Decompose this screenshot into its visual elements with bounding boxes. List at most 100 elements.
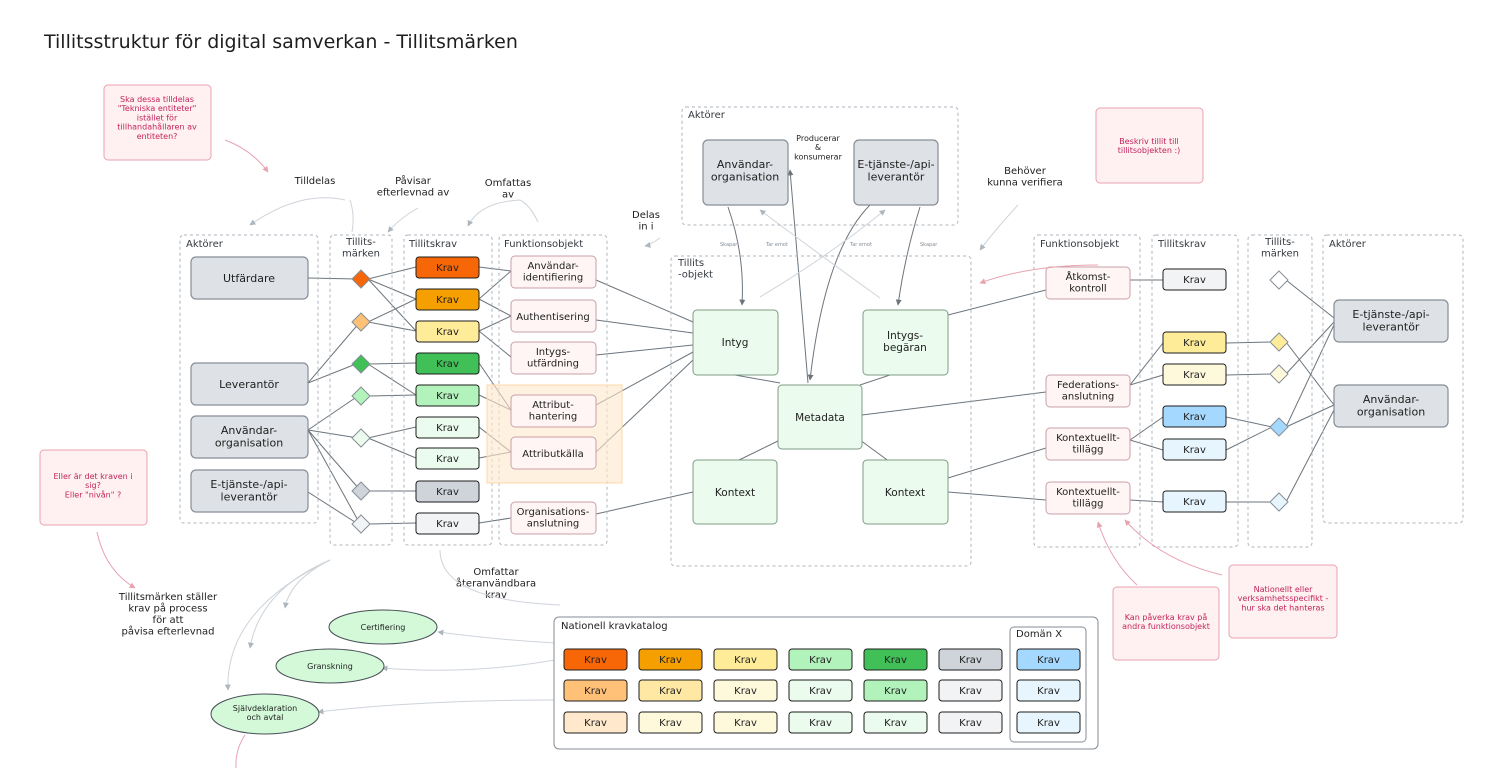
krav-left-8[interactable]: Krav: [415, 480, 480, 503]
group-label-tillitsmarken-right: Tillits-märken: [1261, 237, 1299, 260]
krav-left-7[interactable]: Krav: [415, 447, 480, 470]
krav-label: Krav: [584, 718, 607, 729]
actor-etjanste-top[interactable]: E-tjänste-/api-leverantör: [853, 139, 939, 206]
katalog-krav-3-1[interactable]: Krav: [713, 648, 778, 671]
to-kontext-right[interactable]: Kontext: [862, 459, 949, 525]
krav-right-2[interactable]: Krav: [1162, 331, 1227, 354]
krav-label: Krav: [659, 655, 682, 666]
krav-left-3[interactable]: Krav: [415, 320, 480, 343]
katalog-krav-6-3[interactable]: Krav: [938, 711, 1003, 734]
tillitsmarke-right-5[interactable]: [1269, 492, 1289, 512]
krav-right-4[interactable]: Krav: [1162, 405, 1227, 428]
svg-text:Kontextuellt-tillägg: Kontextuellt-tillägg: [1056, 487, 1120, 510]
to-intygsbegaran[interactable]: Intygs-begäran: [862, 309, 949, 376]
katalog-krav-5-1[interactable]: Krav: [863, 648, 928, 671]
actor-leverantor[interactable]: Leverantör: [190, 362, 309, 406]
tillitsmarke-left-3[interactable]: [351, 354, 371, 374]
fo-anvandaridentifiering[interactable]: Användar-identifiering: [510, 255, 597, 289]
krav-right-1[interactable]: Krav: [1162, 268, 1227, 291]
actor-etjanste-right[interactable]: E-tjänste-/api-leverantör: [1333, 299, 1449, 343]
krav-left-6[interactable]: Krav: [415, 416, 480, 439]
annotation-producerar: Producerar&konsumerar: [794, 134, 842, 161]
katalog-krav-2-1[interactable]: Krav: [638, 648, 703, 671]
katalog-krav-2-2[interactable]: Krav: [638, 679, 703, 702]
tillitsmarke-right-2[interactable]: [1269, 332, 1289, 352]
krav-left-4[interactable]: Krav: [415, 352, 480, 375]
katalog-krav-4-3[interactable]: Krav: [788, 711, 853, 734]
krav-label: Krav: [959, 655, 982, 666]
fo-kontextuellt-tillagg-1[interactable]: Kontextuellt-tillägg: [1045, 427, 1131, 461]
tillitsmarke-right-1[interactable]: [1269, 270, 1289, 290]
katalog-krav-5-3[interactable]: Krav: [863, 711, 928, 734]
krav-label: Krav: [959, 686, 982, 697]
process-certifiering[interactable]: Certifiering: [328, 609, 438, 645]
krav-label: Krav: [436, 263, 459, 274]
katalog-domain-krav-2[interactable]: Krav: [1016, 679, 1081, 702]
tillitsmarke-left-5[interactable]: [351, 428, 371, 448]
note-tekniska-entiteter[interactable]: Ska dessa tilldelas"Tekniska entiteter"i…: [103, 84, 212, 161]
katalog-krav-2-3[interactable]: Krav: [638, 711, 703, 734]
krav-left-5[interactable]: Krav: [415, 384, 480, 407]
group-label-funktionsobjekt-left: Funktionsobjekt: [504, 239, 583, 250]
tillitsmarke-left-6[interactable]: [351, 481, 371, 501]
actor-etjanste-left[interactable]: E-tjänste-/api-leverantör: [190, 469, 309, 513]
to-intyg[interactable]: Intyg: [692, 309, 779, 376]
annotation-arrows: [96, 139, 1223, 768]
krav-label: Krav: [734, 686, 757, 697]
tillitsmarke-left-1[interactable]: [351, 269, 371, 289]
tillitsmarke-right-4[interactable]: [1269, 417, 1289, 437]
actor-anvandarorganisation-right[interactable]: Användar-organisation: [1333, 384, 1449, 428]
krav-right-3[interactable]: Krav: [1162, 363, 1227, 386]
svg-text:Användar-identifiering: Användar-identifiering: [523, 261, 583, 284]
krav-label: Krav: [734, 655, 757, 666]
fo-atkomstkontroll[interactable]: Åtkomst-kontroll: [1045, 266, 1131, 300]
group-label-funktionsobjekt-right: Funktionsobjekt: [1040, 239, 1119, 250]
katalog-krav-1-3[interactable]: Krav: [563, 711, 628, 734]
tillitsmarke-left-4[interactable]: [351, 386, 371, 406]
fo-attributkalla[interactable]: Attributkälla: [510, 436, 597, 470]
to-metadata[interactable]: Metadata: [777, 384, 863, 450]
fo-kontextuellt-tillagg-2[interactable]: Kontextuellt-tillägg: [1045, 481, 1131, 515]
tillitsmarke-left-2[interactable]: [351, 312, 371, 332]
fo-organisationsanslutning[interactable]: Organisations-anslutning: [510, 501, 597, 535]
katalog-domain-krav-3[interactable]: Krav: [1016, 711, 1081, 734]
actor-anvandarorganisation-top[interactable]: Användar-organisation: [702, 139, 789, 206]
actor-anvandarorganisation-left[interactable]: Användar-organisation: [190, 415, 309, 459]
krav-left-1[interactable]: Krav: [415, 256, 480, 279]
katalog-krav-5-2[interactable]: Krav: [863, 679, 928, 702]
katalog-domain-krav-1[interactable]: Krav: [1016, 648, 1081, 671]
katalog-krav-6-2[interactable]: Krav: [938, 679, 1003, 702]
svg-text:E-tjänste-/api-leverantör: E-tjänste-/api-leverantör: [857, 158, 934, 184]
krav-left-9[interactable]: Krav: [415, 512, 480, 535]
fo-attributhantering[interactable]: Attribut-hantering: [510, 394, 597, 428]
krav-right-6[interactable]: Krav: [1162, 490, 1227, 513]
fo-federationsanslutning[interactable]: Federations-anslutning: [1045, 374, 1131, 408]
process-granskning[interactable]: Granskning: [275, 648, 385, 684]
krav-right-5[interactable]: Krav: [1162, 438, 1227, 461]
fo-authentisering[interactable]: Authentisering: [510, 299, 597, 333]
katalog-krav-1-1[interactable]: Krav: [563, 648, 628, 671]
label-tar-emot-2: Tar emot: [849, 242, 872, 248]
svg-text:Kontextuellt-tillägg: Kontextuellt-tillägg: [1056, 433, 1120, 456]
katalog-krav-3-3[interactable]: Krav: [713, 711, 778, 734]
katalog-krav-1-2[interactable]: Krav: [563, 679, 628, 702]
to-kontext-left[interactable]: Kontext: [692, 459, 778, 525]
tillitsmarke-left-7[interactable]: [351, 514, 371, 534]
katalog-krav-4-1[interactable]: Krav: [788, 648, 853, 671]
katalog-krav-4-2[interactable]: Krav: [788, 679, 853, 702]
tillitsmarke-right-3[interactable]: [1269, 364, 1289, 384]
katalog-krav-6-1[interactable]: Krav: [938, 648, 1003, 671]
krav-label: Krav: [959, 718, 982, 729]
actor-utfardare[interactable]: Utfärdare: [190, 256, 309, 300]
krav-label: Krav: [436, 327, 459, 338]
krav-left-2[interactable]: Krav: [415, 288, 480, 311]
katalog-krav-3-2[interactable]: Krav: [713, 679, 778, 702]
fo-intygsutfardning[interactable]: Intygs-utfärdning: [510, 341, 597, 375]
katalog-title: Nationell kravkatalog: [561, 621, 668, 632]
